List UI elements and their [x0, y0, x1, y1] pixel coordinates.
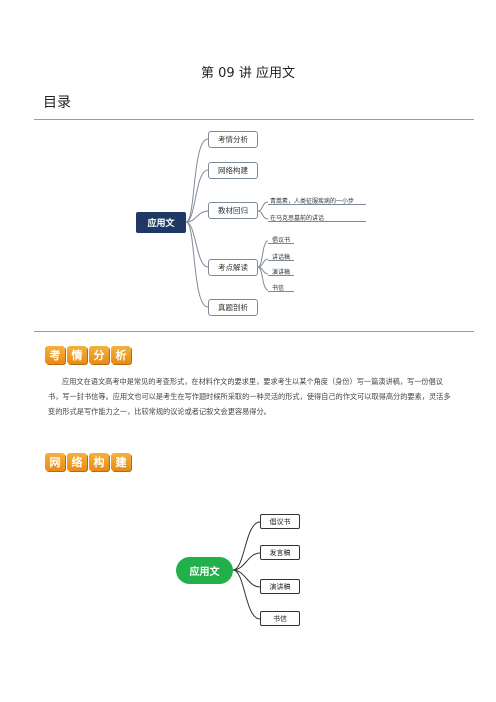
toc-node-kaoqing[interactable]: 考情分析: [208, 131, 258, 148]
network-root-node: 应用文: [176, 557, 233, 584]
toc-leaf-makesi[interactable]: 在马克思墓前的讲话: [270, 215, 325, 222]
badge-char: 考: [45, 346, 65, 364]
network-mindmap: 应用文 倡议书 发言稿 演讲稿 书信: [0, 500, 496, 640]
toc-node-kaodian[interactable]: 考点解读: [208, 259, 258, 276]
network-node-shuxin[interactable]: 书信: [260, 611, 300, 626]
badge-char: 情: [67, 346, 87, 364]
toc-node-jiaocai[interactable]: 教材回归: [208, 202, 258, 219]
leaf-underline: [268, 260, 294, 261]
divider-top: [34, 119, 474, 120]
toc-mindmap: 应用文 考情分析 网络构建 教材回归 考点解读 真题剖析 青蒿素，人类征服疾病的…: [0, 120, 496, 330]
leaf-underline: [268, 204, 366, 205]
toc-leaf-jianghuagao[interactable]: 讲话稿: [272, 254, 291, 261]
badge-char: 络: [67, 453, 87, 471]
toc-connectors: [185, 138, 269, 308]
section-badge-kaoqing: 考 情 分 析: [45, 345, 131, 365]
section-paragraph: 应用文在语文高考中是常见的考查形式，在材料作文的要求里，要求考生以某个角度（身份…: [48, 377, 451, 416]
divider-bottom: [34, 331, 474, 332]
leaf-underline: [268, 243, 294, 244]
toc-leaf-qinghaosu[interactable]: 青蒿素，人类征服疾病的一小步: [270, 198, 355, 205]
toc-heading: 目录: [43, 95, 71, 111]
leaf-underline: [268, 221, 366, 222]
badge-char: 析: [111, 346, 131, 364]
leaf-underline: [268, 291, 294, 292]
badge-char: 建: [111, 453, 131, 471]
toc-root-node: 应用文: [136, 212, 186, 233]
toc-node-zhenti[interactable]: 真题剖析: [208, 299, 258, 316]
badge-char: 分: [89, 346, 109, 364]
badge-char: 网: [45, 453, 65, 471]
network-node-yanjianggao[interactable]: 演讲稿: [260, 579, 300, 594]
network-connectors: [232, 521, 261, 620]
network-node-fayangao[interactable]: 发言稿: [260, 545, 300, 560]
leaf-underline: [268, 275, 294, 276]
document-title: 第 09 讲 应用文: [201, 66, 295, 81]
toc-leaf-shuxin[interactable]: 书信: [272, 285, 285, 292]
toc-leaf-yanjianggao[interactable]: 演讲稿: [272, 269, 291, 276]
section-badge-wangluo: 网 络 构 建: [45, 452, 131, 472]
badge-char: 构: [89, 453, 109, 471]
toc-node-wangluo[interactable]: 网络构建: [208, 162, 258, 179]
toc-leaf-changyishu[interactable]: 倡议书: [272, 237, 291, 244]
network-node-changyishu[interactable]: 倡议书: [260, 514, 300, 529]
